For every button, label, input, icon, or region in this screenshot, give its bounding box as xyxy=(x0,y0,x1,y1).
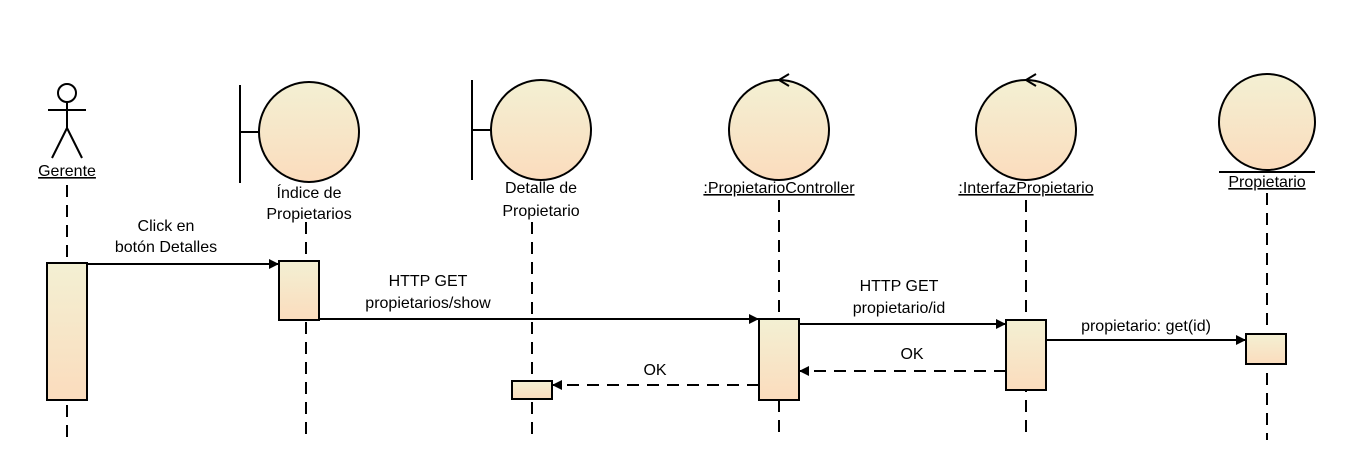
return-ok-controller-label: OK xyxy=(643,362,666,379)
actor-gerente-label: Gerente xyxy=(38,163,96,180)
message-click-detalles-line1: Click en xyxy=(138,218,195,235)
message-http-get-id-line2: propietario/id xyxy=(853,300,946,317)
activation-controller xyxy=(758,318,800,401)
actor-gerente: Gerente xyxy=(38,83,96,180)
message-http-get-show-line1: HTTP GET xyxy=(389,273,468,290)
control-interfaz-arrow-icon xyxy=(1024,73,1037,87)
entity-propietario-circle xyxy=(1218,73,1316,171)
control-controller-arrow-icon xyxy=(777,73,790,87)
control-interfaz-label: :InterfazPropietario xyxy=(958,180,1093,197)
message-click-detalles-line2: botón Detalles xyxy=(115,239,217,256)
control-interfaz-circle xyxy=(975,79,1077,181)
boundary-detalle-circle xyxy=(490,79,592,181)
activation-detalle xyxy=(511,380,553,400)
activation-indice xyxy=(278,260,320,321)
boundary-detalle-label-2: Propietario xyxy=(502,203,579,220)
actor-right-leg xyxy=(66,127,83,159)
activation-propietario xyxy=(1245,333,1287,365)
entity-propietario-label: Propietario xyxy=(1228,174,1305,191)
control-controller-label: :PropietarioController xyxy=(703,180,855,197)
control-propietario-controller: :PropietarioController xyxy=(703,73,855,197)
activation-gerente xyxy=(46,262,88,401)
boundary-indice-label-2: Propietarios xyxy=(266,206,351,223)
activation-interfaz xyxy=(1005,319,1047,391)
boundary-indice-circle xyxy=(258,81,360,183)
message-http-get-id-line1: HTTP GET xyxy=(860,278,939,295)
control-interfaz-propietario: :InterfazPropietario xyxy=(958,73,1094,197)
boundary-detalle-label-1: Detalle de xyxy=(505,180,577,197)
control-controller-circle xyxy=(728,79,830,181)
message-http-get-show-line2: propietarios/show xyxy=(365,295,491,312)
message-get-id-label: propietario: get(id) xyxy=(1081,318,1211,335)
entity-propietario: Propietario xyxy=(1218,73,1316,191)
actor-head xyxy=(57,83,77,103)
boundary-indice-label-1: Índice de xyxy=(277,183,342,202)
boundary-indice: Índice de Propietarios xyxy=(239,81,360,223)
return-ok-interfaz-label: OK xyxy=(900,346,923,363)
boundary-detalle: Detalle de Propietario xyxy=(471,79,592,220)
actor-left-leg xyxy=(51,127,68,159)
